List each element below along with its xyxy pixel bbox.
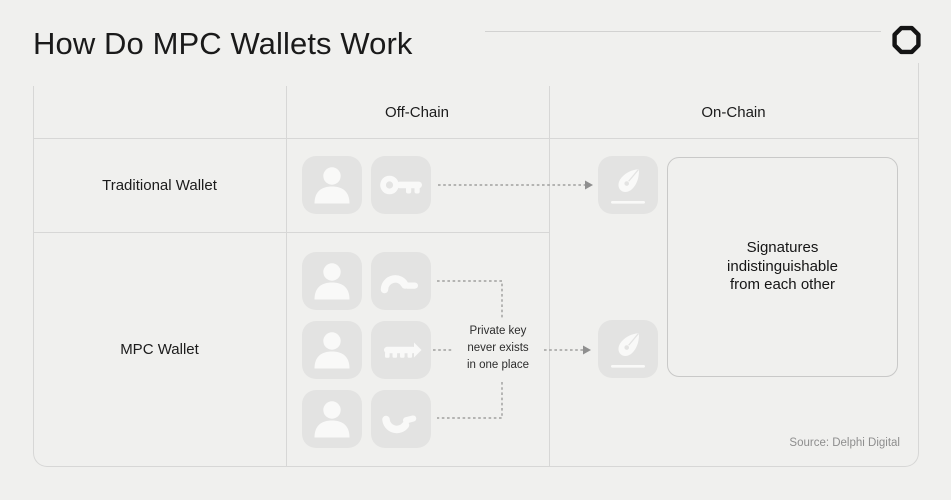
signatures-note-line: from each other (729, 276, 836, 294)
page-title: How Do MPC Wallets Work (33, 26, 413, 61)
row-label-traditional-wallet: Traditional Wallet (102, 176, 217, 194)
signatures-note-line: indistinguishable (727, 257, 838, 275)
tile-key-fragment-middle (371, 321, 431, 379)
tile-key-fragment-bottom (371, 390, 431, 448)
signatures-note: Signatures indistinguishable from each o… (727, 239, 838, 295)
tile-key-fragment-top (371, 252, 431, 310)
user-icon (314, 332, 350, 369)
private-key-note-line: Private key (469, 325, 527, 337)
private-key-note-line: in one place (466, 359, 530, 371)
delphi-digital-logo-icon (892, 25, 921, 55)
user-icon (314, 263, 350, 300)
private-key-note: Private key never exists in one place (452, 322, 544, 375)
tile-signature (598, 156, 658, 214)
key-fragment-bottom-icon (382, 415, 417, 434)
private-key-note-line: never exists (467, 342, 529, 354)
col-header-onchain: On-Chain (701, 103, 766, 121)
column-divider-2 (549, 86, 550, 466)
tile-user (302, 252, 362, 310)
key-icon (380, 175, 422, 195)
column-divider-1 (286, 86, 287, 466)
tile-key (371, 156, 431, 214)
key-fragment-middle-icon (384, 342, 422, 358)
tile-user (302, 156, 362, 214)
signature-pen-icon (611, 332, 645, 368)
key-fragment-top-icon (380, 275, 418, 294)
tile-user (302, 321, 362, 379)
signatures-box: Signatures indistinguishable from each o… (667, 157, 898, 377)
wallet-row-divider (34, 232, 549, 233)
signature-pen-icon (611, 168, 645, 204)
title-divider-line (485, 31, 881, 32)
row-label-mpc-wallet: MPC Wallet (120, 341, 199, 358)
tile-user (302, 390, 362, 448)
source-credit: Source: Delphi Digital (789, 437, 900, 449)
tile-signature (598, 320, 658, 378)
right-edge-line (918, 63, 919, 86)
user-icon (314, 401, 350, 438)
signatures-note-line: Signatures (746, 239, 819, 257)
header-row-divider (34, 138, 918, 139)
col-header-offchain: Off-Chain (385, 103, 449, 121)
comparison-table (33, 86, 919, 467)
user-icon (314, 167, 350, 204)
